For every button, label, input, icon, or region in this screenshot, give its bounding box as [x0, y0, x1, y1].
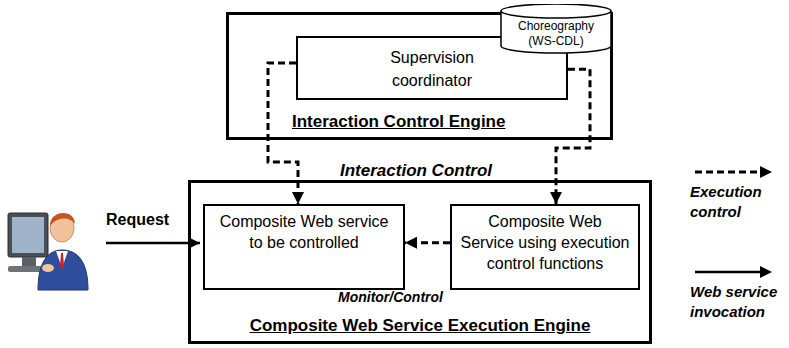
arrow-label: Request — [106, 211, 169, 229]
engine-box: Interaction Control Engine Supervision co… — [226, 12, 613, 140]
legend-entry: Execution control — [690, 162, 786, 221]
engine-title: Interaction Control Engine — [292, 112, 505, 132]
process-label: Composite Web Service using execution co… — [460, 212, 630, 274]
legend-arrowhead — [760, 266, 772, 278]
cylinder-rim — [501, 11, 611, 18]
execution-control-arrow — [405, 241, 450, 244]
engine-title: Composite Web Service Execution Engine — [250, 316, 591, 336]
legend-line — [695, 271, 762, 274]
process-box: Composite Web service to be controlled — [203, 204, 405, 290]
legend-text: Web service invocation — [690, 282, 786, 321]
database-label: Choreography (WS-CDL) — [508, 19, 604, 49]
legend-sample — [690, 162, 780, 182]
execution-control-arrow — [556, 69, 590, 204]
cylinder-body — [501, 4, 611, 53]
process-label: Supervision coordinator — [377, 46, 487, 92]
database-cylinder: Choreography (WS-CDL) — [500, 4, 612, 54]
legend-text: Execution control — [690, 182, 786, 221]
request-arrow — [106, 242, 200, 245]
legend-line — [695, 171, 762, 174]
process-label: Composite Web service to be controlled — [213, 212, 395, 254]
legend-entry: Web service invocation — [690, 262, 786, 321]
legend-sample — [690, 262, 780, 282]
interface-label: Interaction Control — [340, 161, 492, 181]
process-box: Composite Web Service using execution co… — [450, 204, 640, 290]
engine-box: Composite Web Service Execution Engine Co… — [188, 180, 652, 344]
user-icon — [8, 213, 88, 290]
interface-label: Monitor/Control — [338, 289, 443, 305]
legend-arrowhead — [760, 166, 772, 178]
